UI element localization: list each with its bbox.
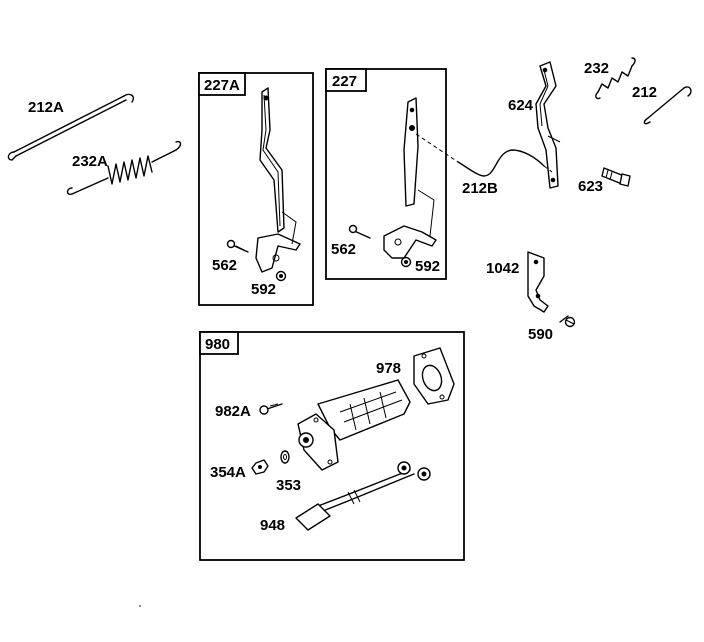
label-1042: 1042 [486, 260, 519, 277]
label-948: 948 [260, 517, 285, 534]
label-562-left: 562 [212, 257, 237, 274]
governor-link-212 [643, 86, 692, 125]
label-354a: 354A [210, 464, 246, 481]
box-227a-label-frame [198, 72, 246, 96]
box-227a-label: 227A [204, 77, 240, 94]
box-227-label-frame [325, 68, 367, 92]
governor-spring-232 [595, 57, 636, 100]
screw-562-mid [348, 224, 371, 239]
group-227a: 227A 562 592 [198, 72, 314, 306]
control-bracket-624 [535, 61, 561, 189]
label-592-left: 592 [251, 281, 276, 298]
box-227-frame [325, 68, 447, 280]
ground-wire-948 [295, 461, 431, 531]
label-562-mid: 562 [331, 241, 356, 258]
group-980: 980 [199, 331, 465, 561]
label-982a: 982A [215, 403, 251, 420]
governor-lever-227a [255, 87, 301, 273]
label-592-mid: 592 [415, 258, 440, 275]
screw-562-left [226, 239, 249, 253]
box-227-label: 227 [332, 73, 357, 90]
label-212a: 212A [28, 99, 64, 116]
label-232a: 232A [72, 153, 108, 170]
scan-speck [139, 605, 141, 607]
group-227: 227 562 592 [325, 68, 447, 280]
label-232: 232 [584, 60, 609, 77]
screw-982a [259, 403, 283, 415]
label-353: 353 [276, 477, 301, 494]
governor-spring-232a [66, 140, 182, 196]
nut-354a [251, 459, 269, 475]
label-212b: 212B [462, 180, 498, 197]
governor-lever-227 [383, 97, 437, 259]
ignition-armature [297, 379, 411, 471]
box-980-frame [199, 331, 465, 561]
box-980-label-frame [199, 331, 239, 355]
screw-623 [601, 167, 631, 187]
bracket-1042 [527, 251, 549, 313]
governor-link-212b [415, 133, 553, 177]
nut-592-mid [400, 256, 412, 268]
label-624: 624 [508, 97, 534, 114]
screw-590 [559, 315, 576, 328]
washer-353 [280, 450, 290, 464]
box-227a-frame [198, 72, 314, 306]
label-590: 590 [528, 326, 553, 343]
label-623: 623 [578, 178, 603, 195]
box-980-label: 980 [205, 336, 230, 353]
label-212: 212 [632, 84, 657, 101]
label-978: 978 [376, 360, 401, 377]
governor-link-212a [7, 93, 134, 161]
gasket-978 [413, 347, 455, 405]
nut-592-left [275, 270, 287, 282]
